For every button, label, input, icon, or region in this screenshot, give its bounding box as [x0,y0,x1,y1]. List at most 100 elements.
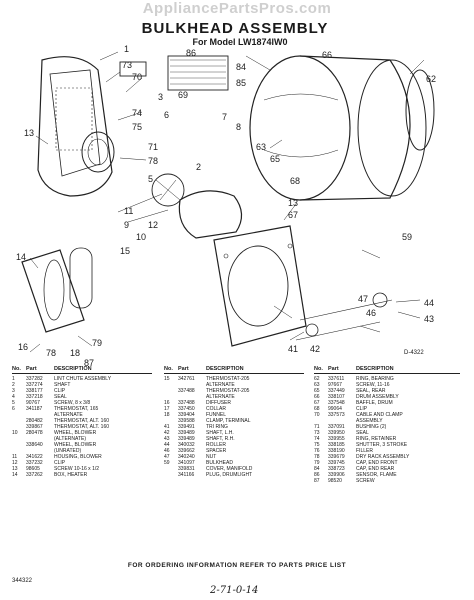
part-description: COLLAR [206,406,227,412]
callout: 44 [424,298,434,308]
callout: 8 [236,122,241,132]
lint-screen [55,87,93,151]
part-description: THERMOSTAT, 165 [54,406,99,412]
callout: 63 [256,142,266,152]
callout: 16 [18,342,28,352]
part-number: 97667 [328,382,342,388]
part-description: (ALTERNATE) [54,436,87,442]
part-number: 280478 [26,430,43,436]
part-description: DIFFUSER [206,400,231,406]
item-number: 76 [314,448,320,454]
part-number: 340032 [178,442,195,448]
part-description: SCREW 10-16 x 1/2 [54,466,100,472]
part-description: FUNNEL [206,412,227,418]
parts-row: 63 97667 SCREW, 11-16 [314,382,460,388]
callout: 42 [310,344,320,354]
part-description: RING, RETAINER [356,436,397,442]
item-number: 3 [12,388,15,394]
part-number: 98605 [26,466,40,472]
item-number: 14 [12,472,18,478]
part-number: 337450 [178,406,195,412]
item-number: 42 [164,430,170,436]
parts-row: ASSEMBLY [314,418,460,424]
part-number: 341097 [178,460,195,466]
callout: 84 [236,62,246,72]
handwritten-note: 2-71-0-14 [210,585,259,596]
part-number: 337262 [26,472,43,478]
part-description: SENSOR, FLAME [356,472,397,478]
callout: 10 [136,232,146,242]
dry-rack [167,55,229,91]
part-description: TRI RING [206,424,228,430]
item-number: 87 [314,478,320,484]
part-number: 339906 [328,472,345,478]
callout: 75 [132,122,142,132]
drum-body [299,55,411,201]
callout: 6 [164,110,169,120]
exploded-diagram: 1 73 70 74 75 71 78 13 5 11 9 10 12 15 1… [16,44,436,368]
part-number: 337611 [328,376,345,382]
item-number: 63 [314,382,320,388]
part-number: 337274 [26,382,43,388]
part-description: CAP, END REAR [356,466,395,472]
item-number: 1 [12,376,15,382]
callout: 46 [366,308,376,318]
part-number: 337573 [328,412,345,418]
part-description: SHAFT, L.H. [206,430,234,436]
part-description: THERMOSTAT-205 [206,388,250,394]
drum-rear [357,59,427,197]
part-description: SCREW, 8 x 3/8 [54,400,91,406]
part-number: 98520 [328,478,342,484]
part-description: CLAMP, TERMINAL [206,418,251,424]
part-number: 338723 [328,466,345,472]
part-description: ALTERNATE [54,412,83,418]
item-number: 70 [314,412,320,418]
item-number: 44 [164,442,170,448]
part-description: SCREW, 11-16 [356,382,390,388]
callout: 1 [124,44,129,54]
item-number: 17 [164,406,170,412]
part-number: 339867 [26,424,43,430]
callout: 9 [124,220,129,230]
item-number: 16 [164,400,170,406]
item-number: 5 [12,400,15,406]
callout: 65 [270,154,280,164]
item-number: 6 [12,406,15,412]
part-description: ALTERNATE [206,394,235,400]
item-number: 10 [12,430,18,436]
model-subtitle: For Model LW1874lW0 [192,37,288,47]
callout: 18 [70,348,80,358]
part-description: CABLE AND CLAMP [356,412,403,418]
part-description: SEAL [356,430,369,436]
part-number: 340240 [178,454,195,460]
callout: 78 [46,348,56,358]
item-number: 79 [314,460,320,466]
parts-row: ALTERNATE [164,382,304,388]
part-number: 339662 [178,448,195,454]
callout: 43 [424,314,434,324]
part-number: 338185 [328,442,345,448]
part-number: 337232 [26,460,43,466]
callout: 87 [84,358,94,368]
